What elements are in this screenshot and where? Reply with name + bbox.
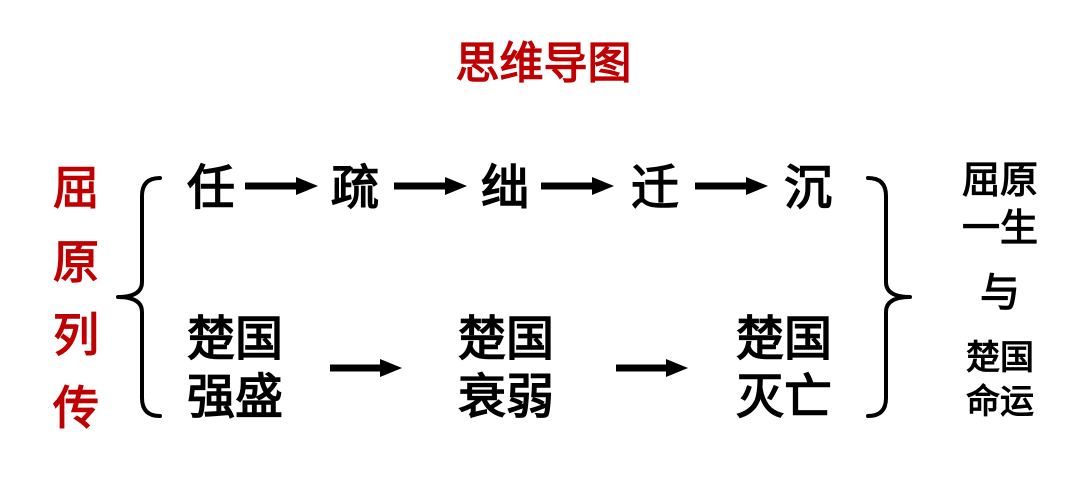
arrow-right-icon (541, 177, 614, 195)
step-chen: 沉 (783, 160, 832, 216)
arrow-right-icon (695, 177, 768, 195)
source-char-1: 屈 (53, 161, 99, 215)
arrow-right-icon (616, 359, 688, 377)
summary-line4: 命运 (966, 382, 1034, 422)
source-char-2: 原 (53, 235, 99, 289)
right-brace-icon (866, 176, 912, 418)
stage-fall-line2: 灭亡 (735, 369, 832, 425)
source-char-3: 列 (53, 308, 99, 362)
stage-fall-line1: 楚国 (735, 311, 832, 367)
stage-weak-line2: 衰弱 (457, 369, 554, 425)
step-ren: 任 (186, 160, 235, 216)
stage-strong-line2: 强盛 (186, 369, 283, 425)
step-shu: 疏 (330, 160, 379, 216)
left-brace-icon (116, 176, 162, 418)
summary-line2: 一生 (961, 206, 1038, 250)
arrow-right-icon (245, 177, 318, 195)
arrow-right-icon (394, 177, 467, 195)
summary-line1: 屈原 (961, 158, 1038, 202)
step-chu: 绌 (480, 160, 529, 216)
stage-weak-line1: 楚国 (457, 311, 554, 367)
arrow-right-icon (330, 359, 402, 377)
stage-strong-line1: 楚国 (186, 311, 283, 367)
page-title: 思维导图 (455, 38, 632, 89)
summary-line3: 楚国 (966, 338, 1034, 378)
step-qian: 迁 (630, 160, 679, 216)
summary-connector: 与 (980, 270, 1020, 316)
source-char-4: 传 (53, 381, 99, 435)
